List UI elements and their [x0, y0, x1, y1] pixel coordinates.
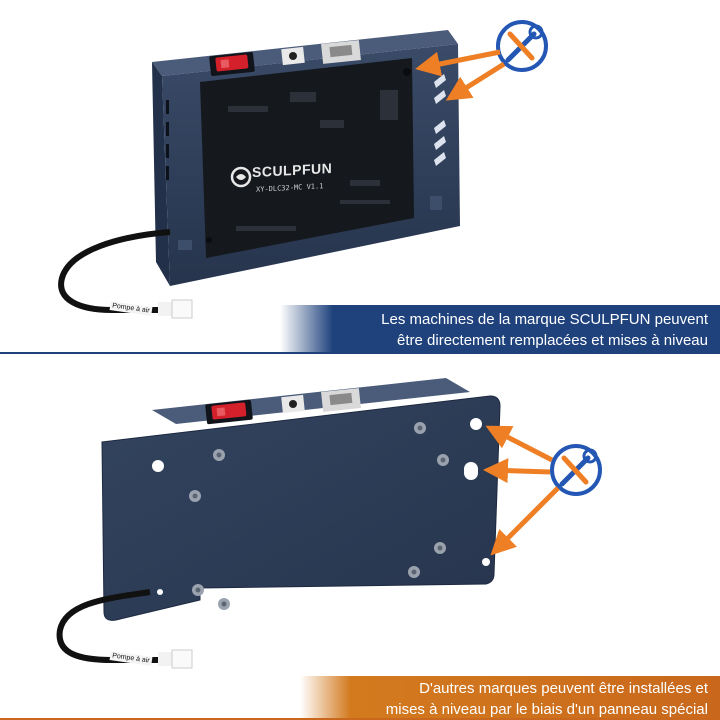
- controller-enclosure-top: [152, 30, 460, 286]
- plate-mount-holes: [152, 418, 490, 595]
- board-mount-hole: [206, 237, 212, 243]
- dc-port: [281, 46, 305, 66]
- cable-connector-plug: [171, 299, 193, 319]
- sculpfun-logo-icon: [230, 166, 252, 188]
- divider-blue: [0, 352, 720, 354]
- usb-port: [321, 388, 361, 412]
- pointer-arrow: [445, 61, 506, 101]
- mount-tab: [430, 196, 442, 210]
- adapter-mounting-plate: [101, 395, 501, 621]
- cable-connector-plug: [171, 649, 193, 669]
- caption-banner-top: Les machines de la marque SCULPFUN peuve…: [280, 305, 720, 353]
- caption-bottom-line2: mises à niveau par le biais d'un panneau…: [385, 701, 708, 718]
- caption-bottom-line1: D'autres marques peuvent être installées…: [419, 680, 708, 697]
- board-components: [228, 90, 398, 231]
- divider-orange: [0, 718, 720, 720]
- plate-screws: [189, 422, 449, 610]
- caption-top-line1: Les machines de la marque SCULPFUN peuve…: [381, 311, 708, 328]
- air-pump-cable: [58, 229, 171, 313]
- pointer-arrow: [483, 458, 551, 484]
- wrench-screwdriver-icon: [550, 444, 602, 496]
- controller-enclosure-bottom: [101, 378, 501, 621]
- enclosure-vent-slots: [434, 74, 446, 166]
- cable-connector: [158, 302, 172, 316]
- pointer-arrow: [415, 49, 501, 77]
- board-mount-hole: [403, 68, 411, 76]
- dc-port: [281, 394, 305, 414]
- caption-top-line2: être directement remplacées et mises à n…: [397, 332, 708, 349]
- left-vent-slots: [166, 100, 169, 180]
- mount-tab: [178, 240, 192, 250]
- power-switch: [209, 51, 255, 77]
- usb-port: [321, 40, 361, 64]
- cable-connector: [158, 652, 172, 666]
- caption-banner-bottom: D'autres marques peuvent être installées…: [300, 676, 720, 720]
- wrench-screwdriver-icon: [496, 20, 548, 72]
- pointer-arrow: [490, 486, 560, 556]
- power-switch: [205, 399, 253, 425]
- pointer-arrow: [485, 425, 554, 463]
- air-pump-cable: [56, 589, 160, 663]
- sculpfun-logo-swirl: [236, 174, 246, 180]
